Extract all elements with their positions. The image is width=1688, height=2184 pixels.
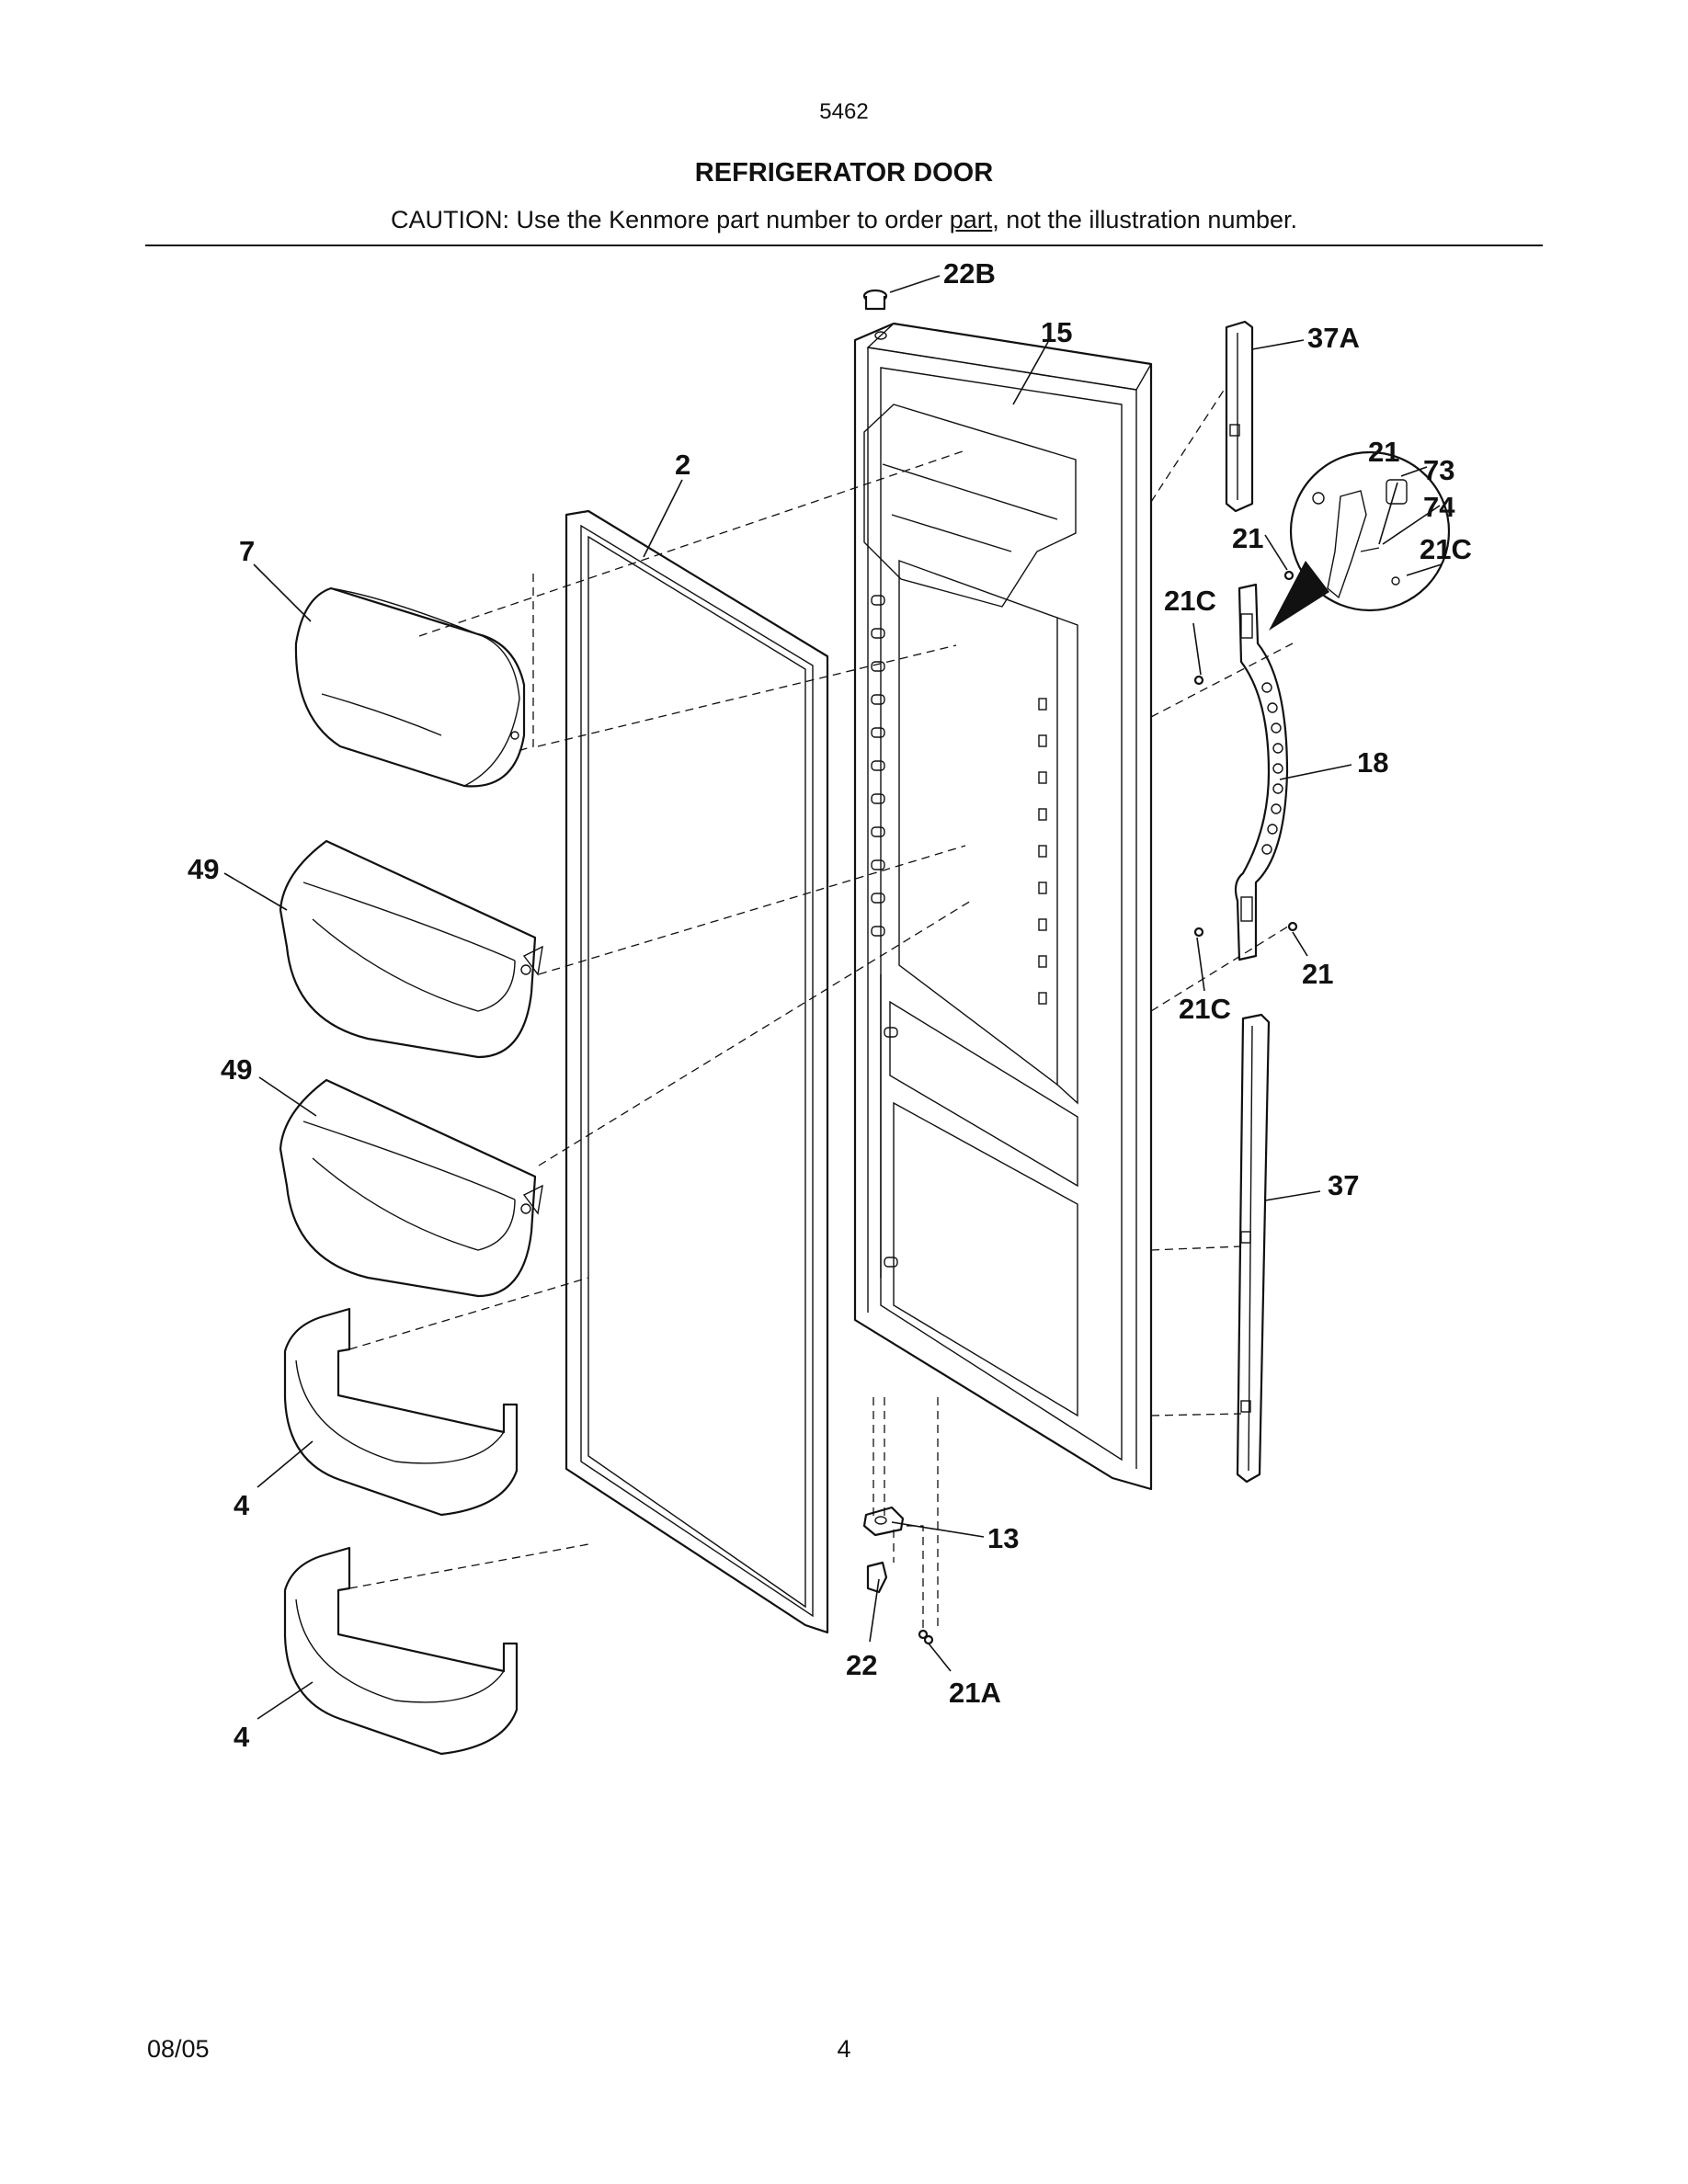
caution-note: CAUTION: Use the Kenmore part number to … [0,206,1688,234]
callout-21-top: 21 [1232,522,1263,554]
assembly-guide-lines [348,385,1294,1631]
callout-leaders [223,275,1443,1720]
page-title: REFRIGERATOR DOOR [694,158,994,188]
door-bin-lower-part [279,1078,543,1298]
callout-2: 2 [675,449,690,481]
callout-73: 73 [1423,454,1454,486]
callout-22: 22 [846,1649,877,1681]
callout-21C-top: 21C [1164,585,1216,617]
model-number: 5462 [819,99,869,124]
callout-22B: 22B [943,257,996,290]
door-gasket-part [565,509,829,1634]
caution-prefix: CAUTION: Use the Kenmore part number to … [391,206,950,233]
callout-4-upper: 4 [234,1489,250,1521]
callout-37A: 37A [1307,322,1360,354]
door-shelf-upper-part [283,1307,519,1517]
header-divider [145,245,1543,246]
callout-37: 37 [1328,1169,1359,1201]
callout-21-detail: 21 [1368,436,1399,468]
caution-suffix: , not the illustration number. [992,206,1297,233]
callout-15: 15 [1041,316,1072,348]
side-trim-part [1236,1013,1271,1484]
callout-21C-bottom: 21C [1179,993,1231,1025]
door-bin-upper-part [279,839,543,1059]
door-shelf-lower-part [283,1546,519,1756]
callout-7: 7 [239,535,255,567]
caution-part-link: part [949,206,993,233]
callout-74: 74 [1423,491,1455,523]
callout-13: 13 [987,1522,1019,1554]
hinge-bracket-part [862,1506,905,1537]
door-handle-part [1234,583,1289,961]
callout-21C-detail: 21C [1420,533,1472,565]
callout-4-lower: 4 [234,1721,250,1753]
callout-18: 18 [1357,746,1388,779]
hinge-plug-part [862,289,888,311]
footer-date: 08/05 [147,2035,210,2063]
hinge-detail-inset [1269,450,1451,631]
callout-21A: 21A [949,1677,1001,1709]
page-number: 4 [837,2035,851,2063]
callout-49-lower: 49 [221,1053,252,1086]
hinge-bushing-part [866,1561,888,1594]
callout-21-bottom: 21 [1302,958,1333,990]
shelf-peg-icon [871,595,898,1268]
callout-49-upper: 49 [188,853,219,885]
shelf-peg-right-icon [1038,698,1047,1005]
door-panel-part [853,322,1153,1491]
top-trim-part [1225,320,1254,513]
dairy-bin-part [294,586,526,788]
